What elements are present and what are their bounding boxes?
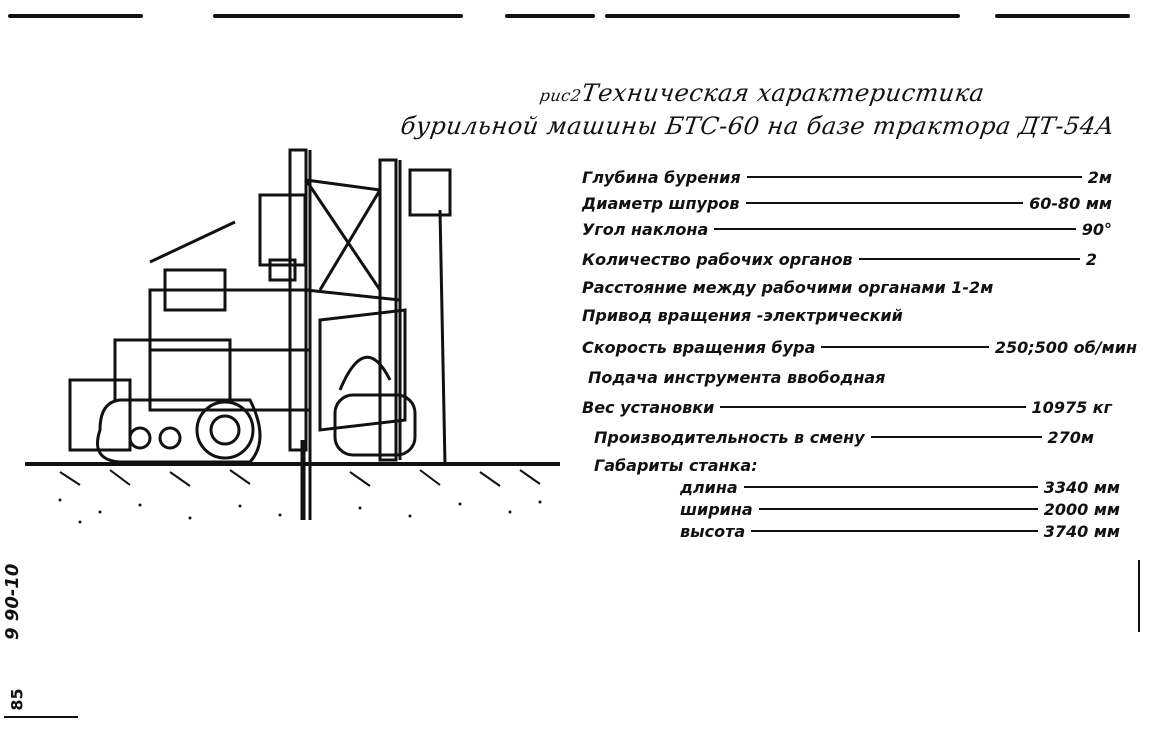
leader-line — [745, 202, 1024, 204]
spec-value: -электрический — [756, 306, 903, 325]
spec-label: ширина — [680, 500, 753, 519]
spec-row: Расстояние между рабочими органами 1-2м — [582, 278, 1122, 297]
header-rule — [213, 14, 463, 18]
drilling-machine-illustration — [25, 148, 560, 524]
header-rule — [8, 14, 143, 18]
spec-label: Глубина бурения — [582, 168, 741, 187]
spec-label: высота — [680, 522, 746, 541]
spec-label: Количество рабочих органов — [582, 250, 853, 269]
spec-row: Габариты станка: — [594, 456, 994, 475]
spec-value: 90° — [1081, 220, 1112, 239]
spec-value: 3340 мм — [1043, 478, 1120, 497]
header-rule — [605, 14, 960, 18]
leader-line — [746, 176, 1082, 178]
figure-title: рис2Техническая характеристика бурильной… — [381, 78, 1140, 141]
spec-row: Угол наклона 90° — [582, 220, 1112, 239]
spec-label: Производительность в смену — [594, 428, 865, 447]
spec-row: Глубина бурения 2м — [582, 168, 1112, 187]
title-line-1: Техническая характеристика — [579, 79, 987, 107]
leader-line — [743, 486, 1038, 488]
spec-value: 60-80 мм — [1029, 194, 1112, 213]
spec-label: Подача инструмента — [588, 368, 782, 387]
title-line-2: бурильной машины БТС-60 на базе трактора… — [398, 112, 1117, 140]
spec-row: Вес установки 10975 кг — [582, 398, 1112, 417]
spec-label: Привод вращения — [582, 306, 752, 325]
document-code: 9 90-10 — [2, 563, 23, 640]
spec-row: длина 3340 мм — [680, 478, 1120, 497]
spec-row: Привод вращения -электрический — [582, 306, 1122, 325]
spec-label: Угол наклона — [582, 220, 709, 239]
spec-label: длина — [680, 478, 738, 497]
spec-label: Скорость вращения бура — [582, 338, 816, 357]
spec-value: 10975 кг — [1031, 398, 1112, 417]
spec-label: Габариты станка: — [594, 456, 758, 475]
spec-row: ширина 2000 мм — [680, 500, 1120, 519]
leader-line — [714, 228, 1076, 230]
spec-row: высота 3740 мм — [680, 522, 1120, 541]
page-number-rule — [4, 716, 78, 718]
spec-row: Диаметр шпуров 60-80 мм — [582, 194, 1112, 213]
leader-line — [858, 258, 1080, 260]
spec-value: 2м — [1087, 168, 1112, 187]
leader-line — [870, 436, 1042, 438]
spec-value: 270м — [1047, 428, 1094, 447]
header-rule — [995, 14, 1130, 18]
leader-line — [758, 508, 1038, 510]
spec-row: Количество рабочих органов 2 — [582, 250, 1097, 269]
leader-line — [821, 346, 989, 348]
leader-line — [751, 530, 1038, 532]
figure-label: рис2 — [538, 86, 583, 105]
page-number: 85 — [7, 688, 27, 711]
spec-value: 250;500 об/мин — [994, 338, 1137, 357]
margin-rule — [1138, 560, 1140, 632]
spec-row: Подача инструмента ввободная — [588, 368, 1128, 387]
leader-line — [720, 406, 1026, 408]
spec-label: Расстояние между рабочими органами — [582, 278, 946, 297]
header-rule — [505, 14, 595, 18]
spec-value: 2000 мм — [1043, 500, 1120, 519]
spec-value: 2 — [1085, 250, 1097, 269]
spec-row: Производительность в смену 270м — [594, 428, 1094, 447]
spec-value: 1-2м — [951, 278, 994, 297]
spec-value: 3740 мм — [1043, 522, 1120, 541]
spec-label: Диаметр шпуров — [582, 194, 740, 213]
spec-row: Скорость вращения бура 250;500 об/мин — [582, 338, 1137, 357]
spec-label: Вес установки — [582, 398, 715, 417]
spec-value: ввободная — [787, 368, 886, 387]
